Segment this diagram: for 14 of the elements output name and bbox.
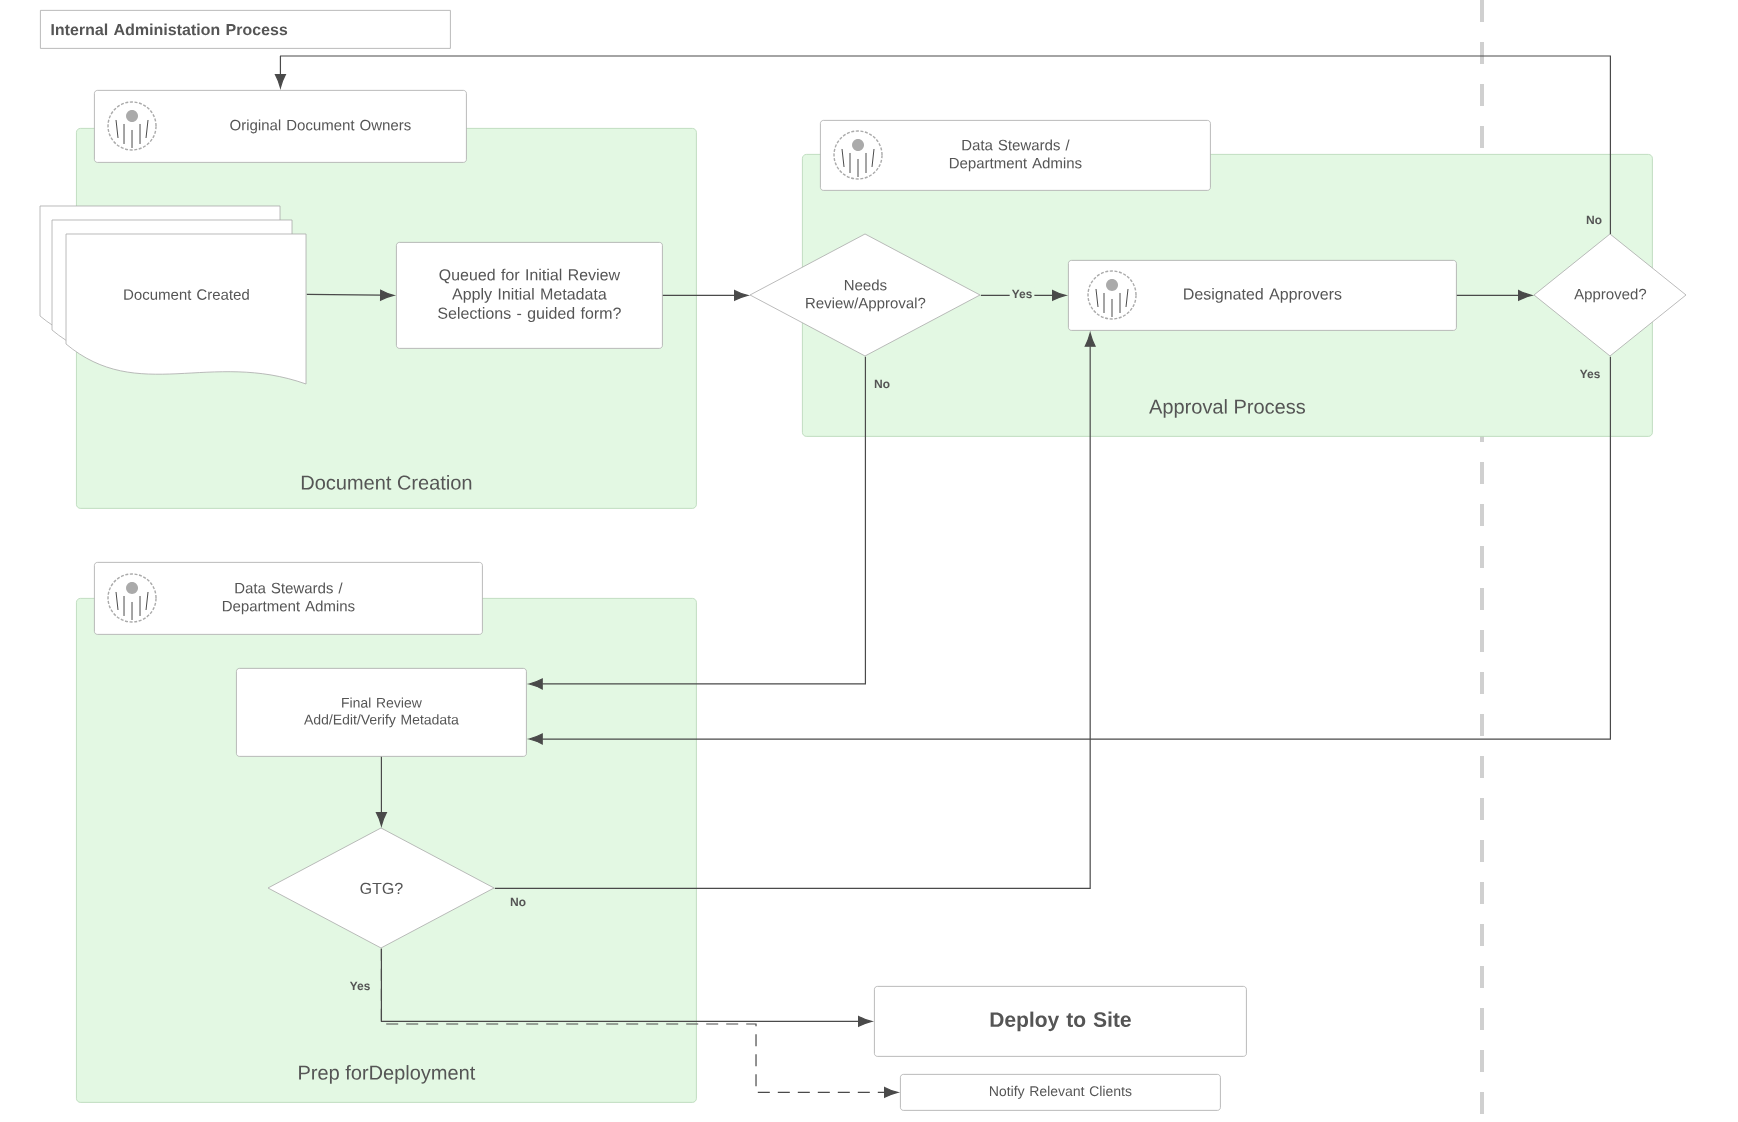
arrow: [980, 289, 1067, 301]
title: Internal Administation Process: [40, 10, 451, 49]
arrow: [528, 356, 866, 690]
arrow: [662, 289, 749, 301]
process-box: Queued for Initial Review Apply Initial Metadata Selections - guided form?: [396, 242, 663, 349]
arrow: [274, 55, 1611, 235]
arrow: [375, 756, 387, 827]
arrow: [1456, 289, 1533, 301]
arrow: [528, 356, 1611, 745]
arrow: [494, 332, 1096, 889]
process-box: Deploy to Site: [874, 986, 1247, 1057]
arrow: [306, 289, 395, 301]
process-box: Designated Approvers: [1068, 260, 1457, 331]
arrow: [380, 948, 899, 1098]
